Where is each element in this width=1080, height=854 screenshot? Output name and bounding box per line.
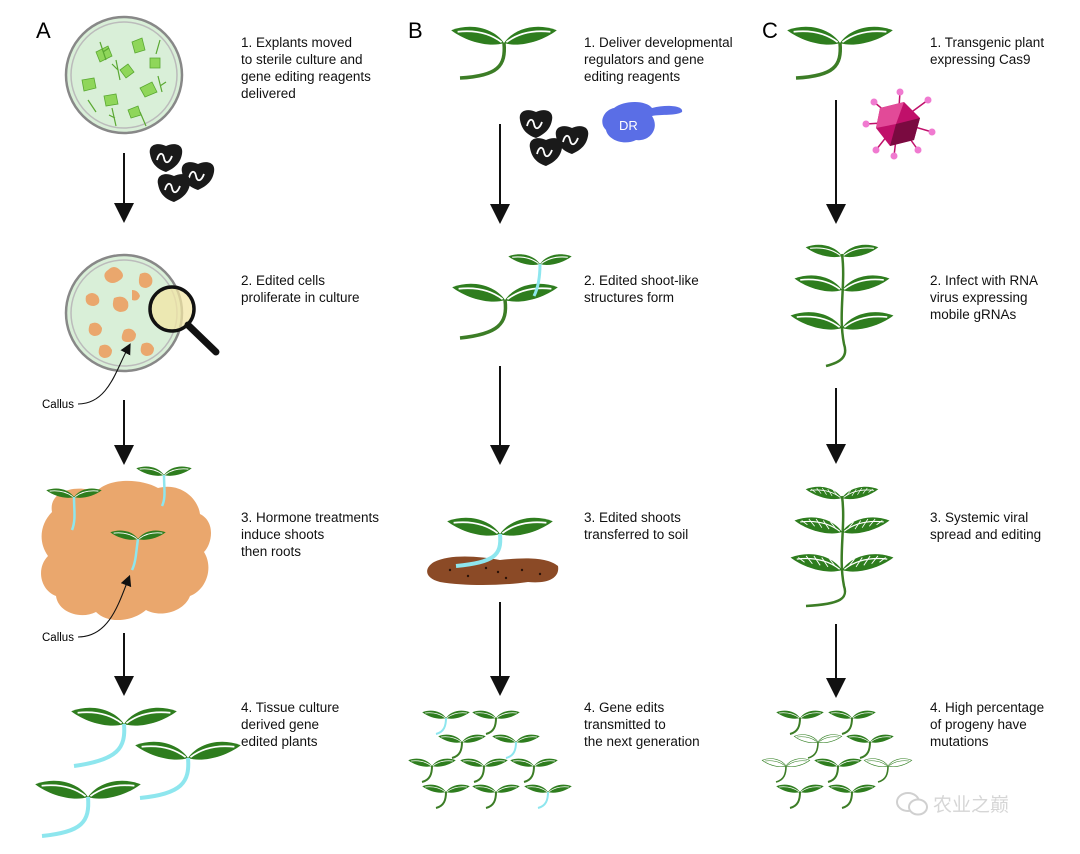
seedling-icon (450, 25, 558, 80)
shoot-structures (451, 253, 573, 340)
edited-plants-a (34, 706, 242, 838)
plasmid-icon (528, 137, 564, 167)
plasmid-icon (148, 143, 184, 173)
magnifier-icon (148, 285, 220, 356)
soil-transfer (427, 516, 559, 585)
step-c4: 4. High percentage of progeny have mutat… (930, 700, 1045, 749)
panel-letter-a: A (36, 18, 51, 43)
chat-bubble-icon (896, 791, 928, 815)
step-b2: 2. Edited shoot-like structures form (584, 273, 699, 305)
plasmid-icon (156, 173, 192, 203)
step-c3: 3. Systemic viral spread and editing (930, 510, 1042, 542)
step-a2: 2. Edited cells proliferate in culture (241, 273, 360, 305)
next-generation-b (408, 711, 572, 808)
virus-icon (862, 88, 936, 160)
step-a3: 3. Hormone treatments induce shoots then… (241, 510, 380, 559)
step-b1: 1. Deliver developmental regulators and … (584, 35, 733, 84)
step-c2: 2. Infect with RNA virus expressing mobi… (930, 273, 1039, 322)
plasmid-icon (518, 109, 554, 139)
watermark: 农业之巅 (895, 790, 1055, 820)
callus-culture-dish (64, 253, 184, 373)
seedling-icon (45, 465, 193, 571)
dr-protein-icon: DR (602, 102, 683, 143)
step-a1: 1. Explants moved to sterile culture and… (241, 35, 371, 101)
seedling-icon (786, 25, 894, 80)
progeny-c (762, 711, 912, 808)
callus-pointer-a (77, 343, 131, 405)
callus-label-a: Callus (42, 399, 74, 411)
petri-dish-icon (64, 15, 184, 135)
panel-letter-b: B (408, 18, 423, 43)
infected-plant (789, 244, 895, 368)
step-b4: 4. Gene edits transmitted to the next ge… (584, 700, 700, 749)
dr-label: DR (619, 118, 638, 133)
step-a4: 4. Tissue culture derived gene edited pl… (241, 700, 340, 749)
callus-mass (41, 480, 211, 621)
systemic-spread-plant (789, 486, 895, 608)
step-b3: 3. Edited shoots transferred to soil (584, 510, 689, 542)
panel-letter-c: C (762, 18, 778, 43)
callus-pointer-b (77, 574, 132, 638)
step-c1: 1. Transgenic plant expressing Cas9 (930, 35, 1045, 67)
callus-label-b: Callus (42, 632, 74, 644)
watermark-text: 农业之巅 (933, 794, 1010, 816)
